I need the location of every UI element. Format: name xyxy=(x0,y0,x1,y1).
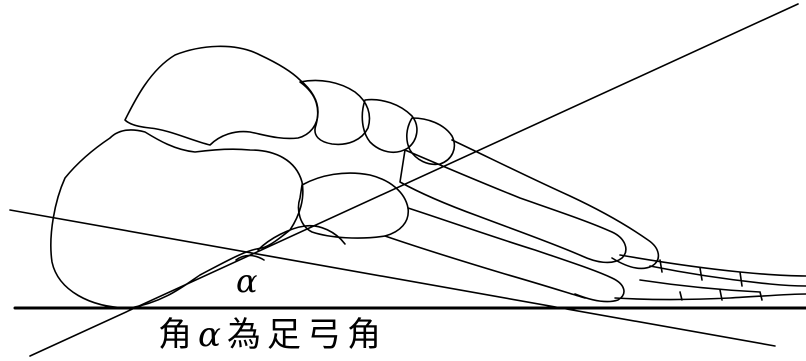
angle-label: α xyxy=(236,262,258,300)
phalanges-group xyxy=(615,255,806,300)
caption-suffix: 為足弓角 xyxy=(227,315,387,355)
caption-prefix: 角 xyxy=(158,315,198,355)
talus-bone xyxy=(125,46,318,145)
figure-caption: 角α為足弓角 xyxy=(158,312,438,358)
metatarsal-2 xyxy=(452,140,658,268)
caption-symbol: α xyxy=(198,315,227,355)
cuboid-bone xyxy=(299,173,409,238)
calcaneus-bone xyxy=(51,130,303,308)
rising-axis-line xyxy=(30,4,798,356)
